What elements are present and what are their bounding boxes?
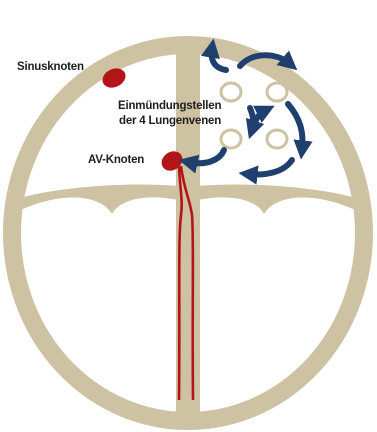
- arrow-icon: [288, 104, 302, 150]
- pulmonary-vein-opening: [267, 83, 287, 101]
- pulmonary-veins-label-line1: Einmündungstellen: [118, 99, 221, 114]
- sinus-node-label: Sinusknoten: [17, 60, 84, 75]
- arrow-icon: [248, 160, 292, 174]
- pulmonary-vein-opening: [221, 130, 241, 148]
- valve-plane-left: [12, 185, 178, 214]
- arrow-icon: [254, 110, 266, 126]
- valve-plane-right: [198, 185, 364, 214]
- pulmonary-vein-opening: [221, 83, 241, 101]
- av-node-label: AV-Knoten: [88, 153, 144, 168]
- pulmonary-veins-label-line2: der 4 Lungenvenen: [119, 114, 221, 129]
- pulmonary-vein-opening: [267, 130, 287, 148]
